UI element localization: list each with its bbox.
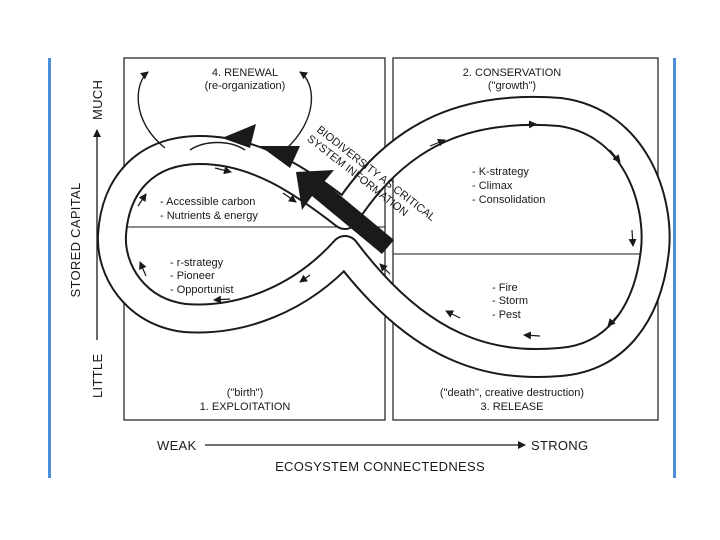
x-axis-high-label: STRONG	[531, 438, 588, 453]
arrowhead-left	[222, 124, 256, 148]
exploitation-bottom-item-3: - Opportunist	[170, 284, 234, 296]
y-axis-high-label: MUCH	[90, 80, 105, 120]
y-axis-low-label: LITTLE	[90, 354, 105, 398]
left-divider-line	[48, 58, 51, 478]
y-axis-title: STORED CAPITAL	[68, 183, 83, 298]
exploitation-subtitle: ("birth")	[227, 387, 264, 399]
right-divider-line	[673, 58, 676, 478]
conservation-item-3: - Consolidation	[472, 194, 545, 206]
exploitation-top-item-2: - Nutrients & energy	[160, 210, 258, 222]
release-item-2: - Storm	[492, 295, 528, 307]
renewal-subtitle: (re-organization)	[205, 80, 286, 92]
exploitation-bottom-item-2: - Pioneer	[170, 270, 215, 282]
renewal-title: 4. RENEWAL	[212, 67, 278, 79]
release-item-3: - Pest	[492, 309, 521, 321]
figure-eight-loop	[96, 95, 671, 379]
release-title: 3. RELEASE	[481, 401, 544, 413]
conservation-subtitle: ("growth")	[488, 80, 536, 92]
release-subtitle: ("death", creative destruction)	[440, 387, 584, 399]
arrowhead-right	[260, 146, 300, 168]
exploitation-title: 1. EXPLOITATION	[200, 401, 291, 413]
exploitation-top-item-1: - Accessible carbon	[160, 196, 255, 208]
conservation-item-1: - K-strategy	[472, 166, 529, 178]
x-axis-title: ECOSYSTEM CONNECTEDNESS	[275, 459, 485, 474]
conservation-title: 2. CONSERVATION	[463, 67, 561, 79]
biodiversity-arrow	[296, 170, 394, 254]
renewal-arcs	[137, 71, 313, 151]
exploitation-bottom-item-1: - r-strategy	[170, 257, 224, 269]
release-item-1: - Fire	[492, 282, 518, 294]
x-axis-low-label: WEAK	[157, 438, 197, 453]
conservation-item-2: - Climax	[472, 180, 513, 192]
